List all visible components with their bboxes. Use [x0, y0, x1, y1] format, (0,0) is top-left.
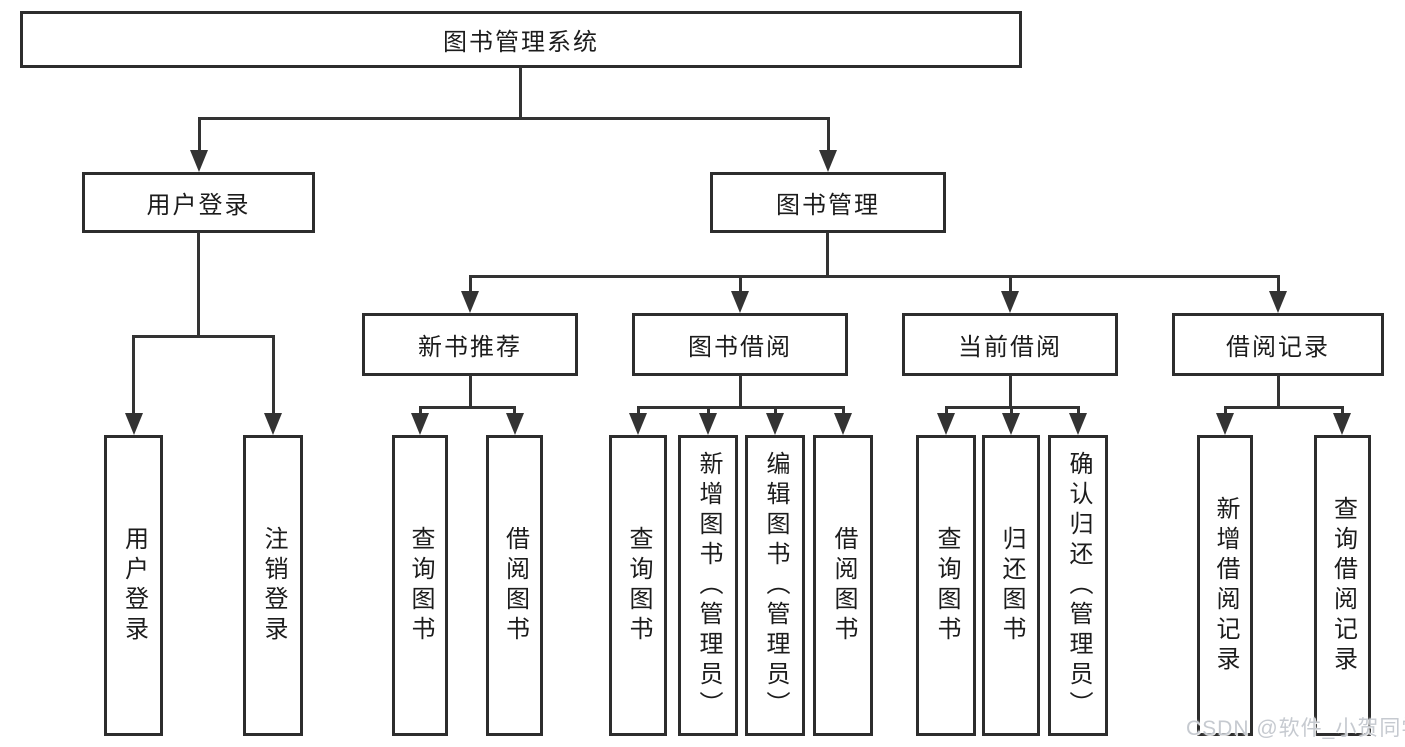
node-label: 借阅图书: [501, 525, 529, 646]
node-label: 查询图书: [933, 525, 960, 646]
node-leaf-add-borrow-record: 新增借阅记录: [1197, 435, 1253, 736]
connector-line: [1277, 375, 1280, 408]
node-leaf-return-books: 归还图书: [982, 435, 1040, 736]
connector-line: [1009, 375, 1012, 408]
arrow-down-marker: [937, 413, 955, 435]
node-leaf-query-books-current: 查询图书: [916, 435, 976, 736]
connector-line: [739, 375, 742, 408]
connector-line: [419, 406, 516, 409]
node-label: 新增图书（管理员）: [695, 450, 722, 721]
node-current-borrowing: 当前借阅: [902, 313, 1118, 376]
arrow-down-marker: [411, 413, 429, 435]
connector-line: [197, 232, 200, 337]
node-book-borrowing: 图书借阅: [632, 313, 848, 376]
connector-line: [827, 117, 830, 152]
node-label: 注销登录: [260, 525, 287, 646]
node-label: 新增借阅记录: [1212, 495, 1239, 676]
node-label: 查询图书: [407, 525, 434, 646]
node-leaf-edit-books-admin: 编辑图书（管理员）: [745, 435, 805, 736]
connector-line: [1341, 406, 1344, 415]
connector-line: [419, 406, 422, 415]
connector-line: [469, 275, 1279, 278]
arrow-down-marker: [461, 291, 479, 313]
node-book-management: 图书管理: [710, 172, 946, 233]
node-leaf-confirm-return-admin: 确认归还（管理员）: [1048, 435, 1108, 736]
arrow-down-marker: [506, 413, 524, 435]
node-label: 编辑图书（管理员）: [762, 450, 789, 721]
node-label: 借阅记录: [1226, 334, 1330, 361]
node-leaf-user-login: 用户登录: [104, 435, 163, 736]
node-label: 用户登录: [120, 525, 148, 646]
connector-line: [707, 406, 710, 415]
node-leaf-borrow-books-borrowing: 借阅图书: [813, 435, 873, 736]
node-leaf-query-borrow-record: 查询借阅记录: [1314, 435, 1371, 736]
arrow-down-marker: [629, 413, 647, 435]
connector-line: [469, 275, 472, 293]
connector-line: [132, 335, 135, 415]
connector-line: [637, 406, 640, 415]
node-new-book-recommend: 新书推荐: [362, 313, 578, 376]
connector-line: [513, 406, 516, 415]
connector-line: [1009, 275, 1012, 293]
connector-line: [637, 406, 844, 409]
arrow-down-marker: [190, 150, 208, 172]
arrow-down-marker: [125, 413, 143, 435]
node-label: 当前借阅: [958, 334, 1062, 361]
arrow-down-marker: [1333, 413, 1351, 435]
connector-line: [739, 275, 742, 293]
node-leaf-query-books-recommend: 查询图书: [392, 435, 448, 736]
node-borrowing-records: 借阅记录: [1172, 313, 1384, 376]
node-label: 查询借阅记录: [1329, 495, 1357, 676]
connector-line: [132, 335, 275, 338]
node-library-management-system: 图书管理系统: [20, 11, 1022, 68]
connector-line: [1010, 406, 1013, 415]
connector-line: [842, 406, 845, 415]
node-label: 图书管理系统: [443, 29, 599, 56]
node-user-login: 用户登录: [82, 172, 315, 233]
node-label: 用户登录: [146, 192, 251, 219]
node-label: 归还图书: [998, 525, 1025, 646]
arrow-down-marker: [819, 150, 837, 172]
connector-line: [198, 117, 201, 152]
node-label: 图书借阅: [688, 334, 792, 361]
node-label: 图书管理: [776, 192, 880, 219]
node-label: 确认归还（管理员）: [1065, 450, 1092, 721]
connector-line: [272, 335, 275, 415]
connector-line: [519, 67, 522, 119]
connector-line: [469, 375, 472, 408]
csdn-watermark: CSDN @软件_小贺同学: [1186, 717, 1405, 740]
connector-line: [1224, 406, 1343, 409]
node-label: 借阅图书: [830, 525, 857, 646]
connector-line: [1077, 406, 1080, 415]
arrow-down-marker: [264, 413, 282, 435]
arrow-down-marker: [834, 413, 852, 435]
arrow-down-marker: [1001, 291, 1019, 313]
connector-line: [774, 406, 777, 415]
connector-line: [945, 406, 948, 415]
arrow-down-marker: [1069, 413, 1087, 435]
node-leaf-query-books-borrowing: 查询图书: [609, 435, 667, 736]
arrow-down-marker: [731, 291, 749, 313]
connector-line: [826, 232, 829, 277]
node-label: 查询图书: [625, 525, 652, 646]
node-leaf-add-books-admin: 新增图书（管理员）: [678, 435, 738, 736]
connector-line: [1224, 406, 1227, 415]
arrow-down-marker: [1269, 291, 1287, 313]
arrow-down-marker: [1216, 413, 1234, 435]
connector-line: [1277, 275, 1280, 293]
connector-line: [198, 117, 830, 120]
node-leaf-borrow-books-recommend: 借阅图书: [486, 435, 543, 736]
node-leaf-logout: 注销登录: [243, 435, 303, 736]
node-label: 新书推荐: [418, 334, 522, 361]
arrow-down-marker: [766, 413, 784, 435]
arrow-down-marker: [699, 413, 717, 435]
arrow-down-marker: [1002, 413, 1020, 435]
